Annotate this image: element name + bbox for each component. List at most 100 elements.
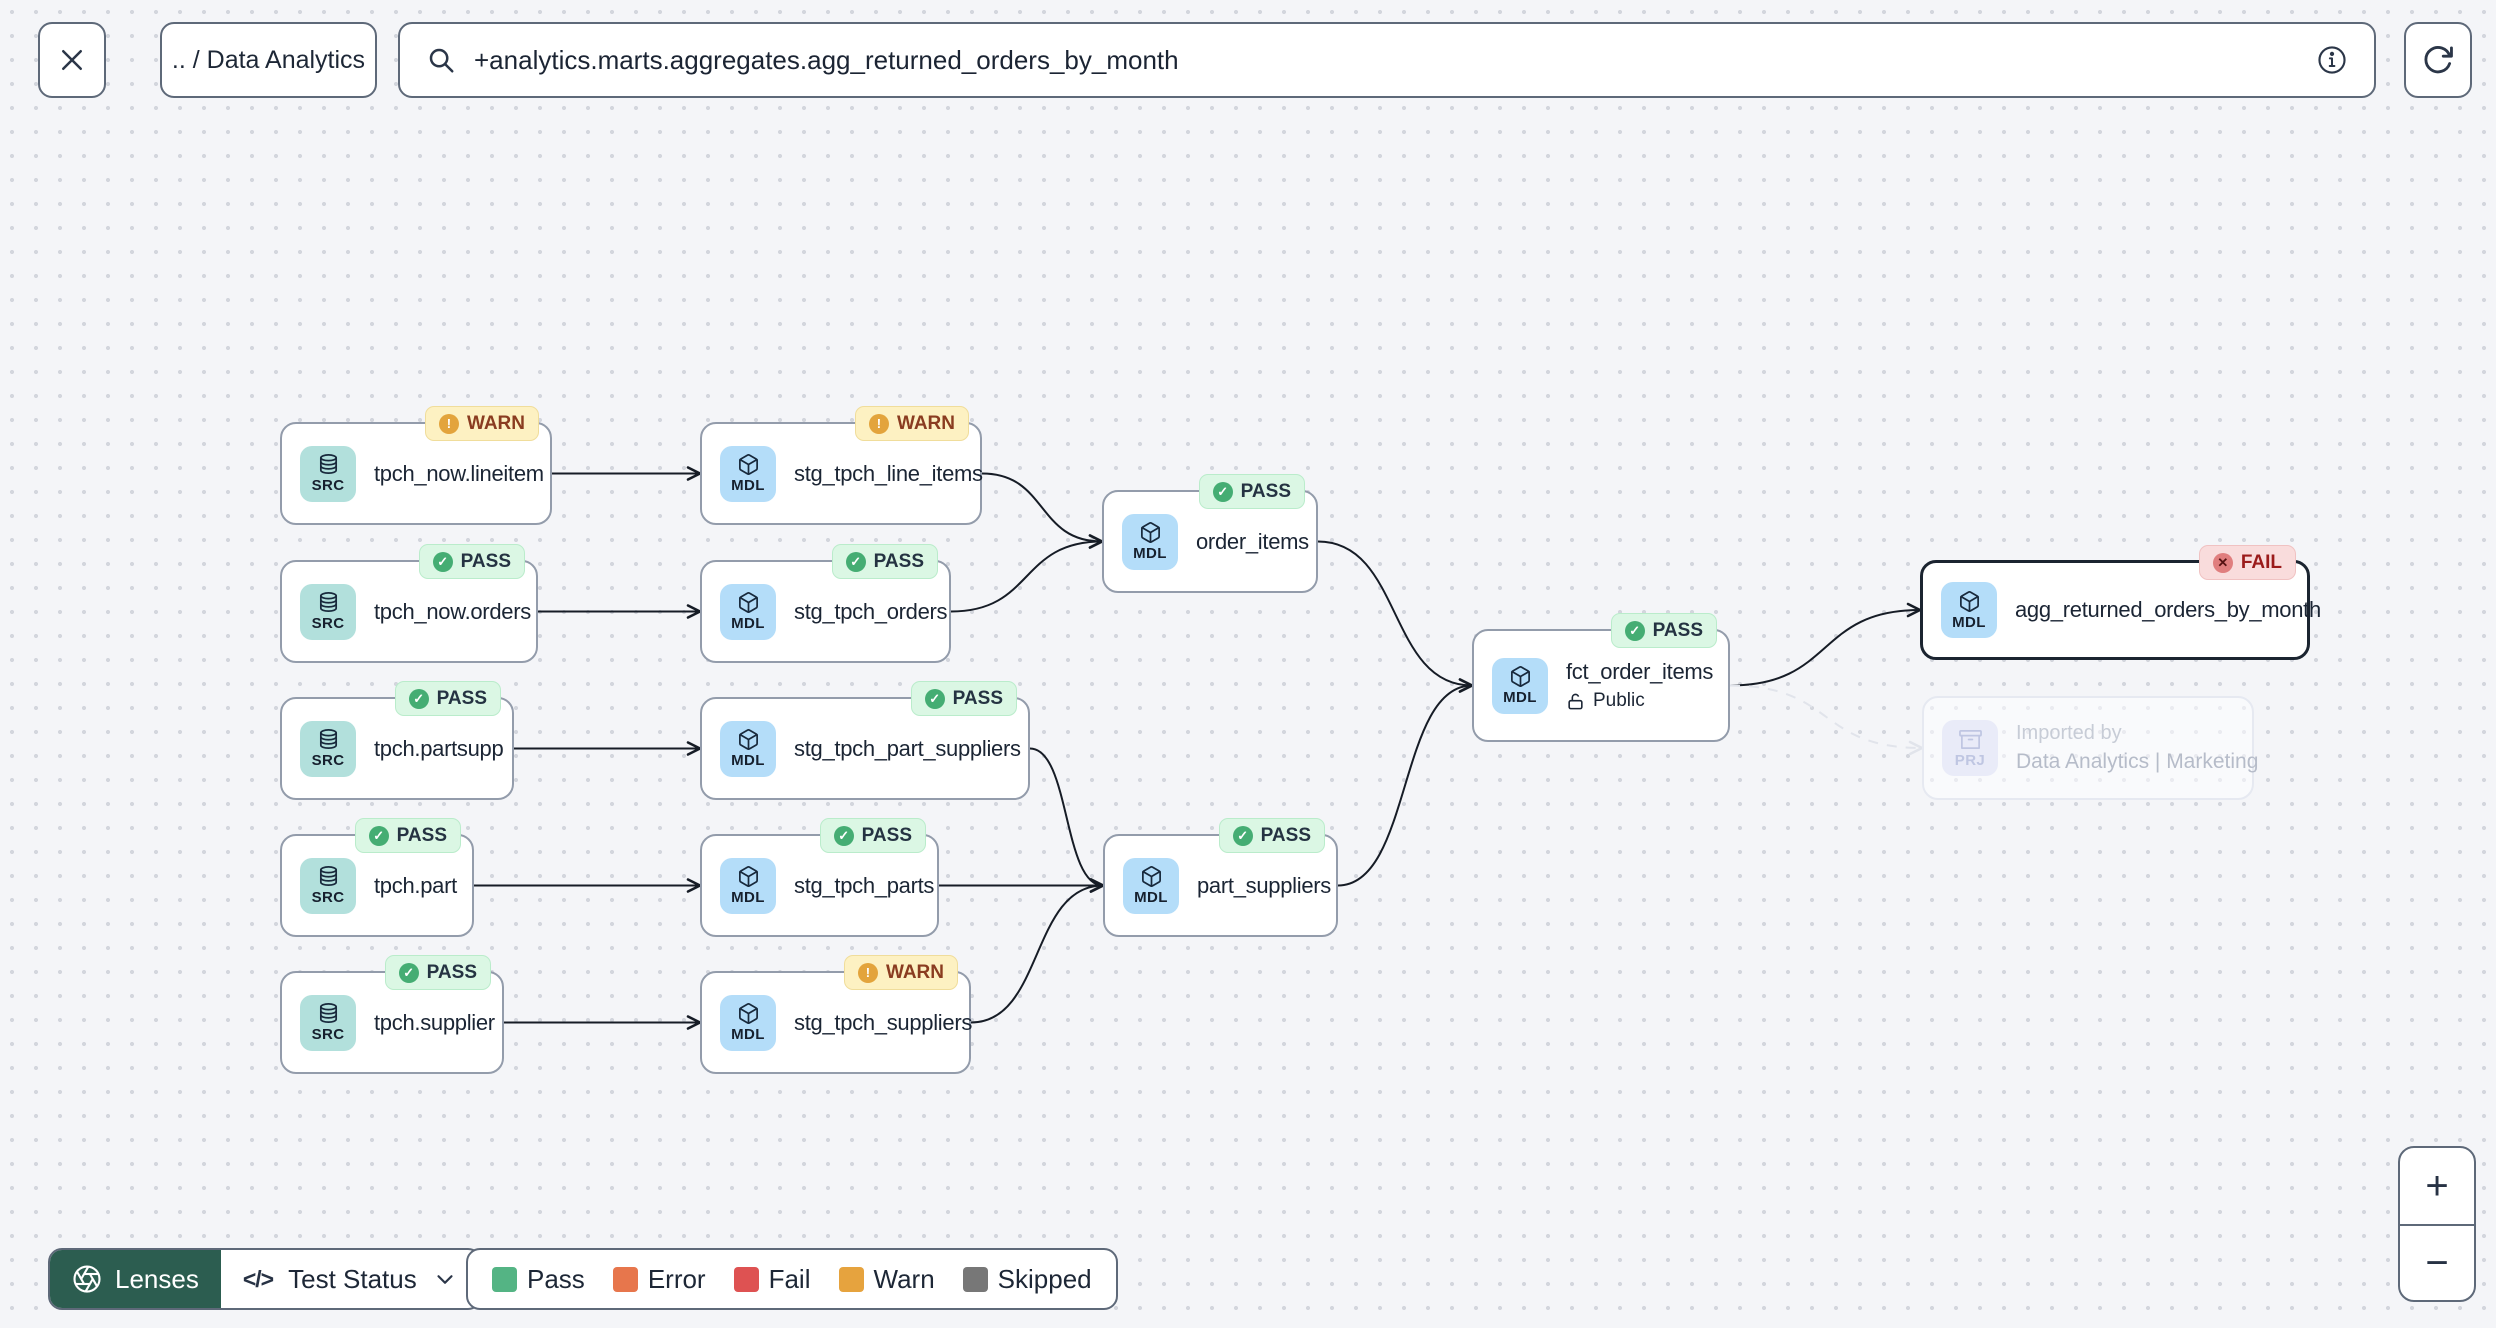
legend-swatch (733, 1266, 759, 1292)
node-label: agg_returned_orders_by_month (2015, 597, 2321, 622)
status-legend: Pass Error Fail Warn Skipped (466, 1248, 1118, 1310)
box-icon (738, 454, 758, 476)
box-icon (1140, 522, 1160, 544)
status-badge-label: PASS (396, 824, 447, 846)
legend-label: Error (647, 1263, 706, 1294)
node-type-chip: MDL (720, 583, 776, 640)
status-badge-label: WARN (885, 961, 944, 983)
aperture-icon (73, 1265, 101, 1293)
status-badge-label: PASS (873, 550, 924, 572)
search-input[interactable] (474, 44, 2298, 76)
node-type-chip: MDL (720, 994, 776, 1051)
status-badge-pass: ✓ PASS (910, 681, 1017, 716)
node-label: tpch_now.lineitem (374, 460, 544, 486)
graph-node-tpch_part[interactable]: ✓PASS SRC tpch.part (280, 818, 474, 937)
node-type-label: MDL (731, 752, 765, 769)
zoom-out-button[interactable]: − (2400, 1224, 2474, 1300)
legend-item-skipped: Skipped (962, 1263, 1092, 1295)
pass-icon: ✓ (398, 962, 419, 983)
unlock-icon (1568, 693, 1583, 709)
lenses-button[interactable]: Lenses (50, 1250, 221, 1308)
node-label: tpch.supplier (374, 1009, 495, 1035)
status-badge-label: PASS (952, 687, 1003, 709)
node-label: fct_order_items (1566, 659, 1714, 684)
node-type-chip: MDL (1123, 857, 1179, 914)
box-icon (1141, 866, 1161, 888)
chevron-down-icon (437, 1275, 453, 1284)
node-label: stg_tpch_suppliers (794, 1009, 973, 1035)
status-badge-label: FAIL (2240, 551, 2282, 573)
edge-order_items-to-fct_order_items (1317, 540, 1474, 693)
box-icon (1959, 590, 1979, 612)
fail-icon: ✕ (2212, 552, 2233, 573)
pass-icon: ✓ (432, 551, 453, 572)
lens-selector[interactable]: </> Test Status (221, 1250, 480, 1308)
node-type-label: MDL (1134, 889, 1168, 906)
status-badge-pass: ✓ PASS (819, 818, 926, 853)
lenses-control: Lenses </> Test Status (48, 1248, 482, 1310)
edge-part_suppliers-to-fct_order_items (1337, 678, 1474, 887)
pass-icon: ✓ (833, 825, 854, 846)
pass-icon: ✓ (1232, 825, 1253, 846)
close-button[interactable] (38, 22, 106, 98)
pass-icon: ✓ (1624, 620, 1645, 641)
node-title: Imported by (2016, 722, 2122, 744)
zoom-in-button[interactable]: + (2400, 1148, 2474, 1224)
node-label: tpch.part (374, 872, 457, 898)
status-badge-pass: ✓ PASS (1218, 818, 1325, 853)
legend-label: Skipped (997, 1263, 1092, 1294)
status-badge-label: PASS (1260, 824, 1311, 846)
status-badge-label: PASS (436, 687, 487, 709)
node-type-label: SRC (311, 889, 345, 906)
node-type-label: MDL (1952, 613, 1986, 631)
legend-swatch (612, 1266, 638, 1292)
legend-label: Fail (768, 1263, 811, 1294)
archive-icon (1958, 729, 1982, 749)
node-type-label: MDL (731, 477, 765, 494)
info-icon[interactable] (2316, 44, 2348, 76)
node-label: stg_tpch_parts (794, 872, 935, 898)
status-badge-pass: ✓PASS (1610, 613, 1717, 648)
node-type-chip: SRC (300, 583, 356, 640)
box-icon (1510, 666, 1530, 688)
node-label: Data Analytics | Marketing (2016, 750, 2259, 773)
legend-label: Warn (873, 1263, 935, 1294)
status-badge-label: WARN (466, 412, 525, 434)
pass-icon: ✓ (924, 688, 945, 709)
graph-node-agg_returned_orders_by_month[interactable]: ✕ FAIL MDL agg_returned_orders_by_month (1920, 545, 2321, 660)
refresh-button[interactable] (2404, 22, 2472, 98)
edge-stg_tpch_line_items-to-order_items (981, 472, 1104, 549)
close-icon (62, 50, 82, 70)
status-badge-label: PASS (861, 824, 912, 846)
node-type-chip: SRC (300, 445, 356, 502)
legend-label: Pass (527, 1263, 585, 1294)
legend-item-error: Error (612, 1263, 706, 1295)
node-type-label: SRC (311, 752, 345, 769)
node-type-label: MDL (731, 615, 765, 632)
node-label: stg_tpch_orders (794, 598, 948, 624)
breadcrumb[interactable]: .. / Data Analytics (160, 22, 377, 98)
box-icon (738, 729, 758, 751)
status-badge-pass: ✓PASS (354, 818, 461, 853)
lenses-label: Lenses (115, 1263, 199, 1294)
node-type-chip: MDL (720, 720, 776, 777)
edge-stg_tpch_suppliers-to-part_suppliers (970, 878, 1105, 1024)
node-visibility-label: Public (1593, 690, 1645, 711)
edge-stg_tpch_orders-to-order_items (950, 534, 1104, 613)
database-icon (319, 729, 337, 749)
search-bar (398, 22, 2376, 98)
